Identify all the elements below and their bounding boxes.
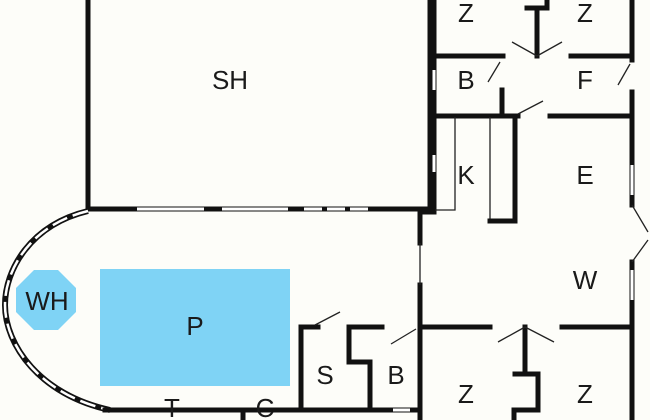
room-label-p: P [186,311,203,341]
room-label-sh: SH [212,65,248,95]
room-label-z-top-right: Z [577,0,593,28]
room-label-s: S [316,360,333,390]
room-label-k: K [457,160,475,190]
room-label-z-bottom-left: Z [458,379,474,409]
pool [100,269,290,386]
room-label-b-upper: B [457,65,474,95]
room-label-e: E [576,160,593,190]
whirlpool [16,270,76,330]
room-label-c: C [256,393,275,420]
room-label-w: W [573,265,598,295]
room-label-b-lower: B [387,360,404,390]
room-label-wh: WH [25,286,68,316]
room-label-t: T [164,393,180,420]
room-label-z-top-left: Z [458,0,474,28]
room-label-z-bottom-right: Z [577,379,593,409]
room-label-f: F [577,65,593,95]
